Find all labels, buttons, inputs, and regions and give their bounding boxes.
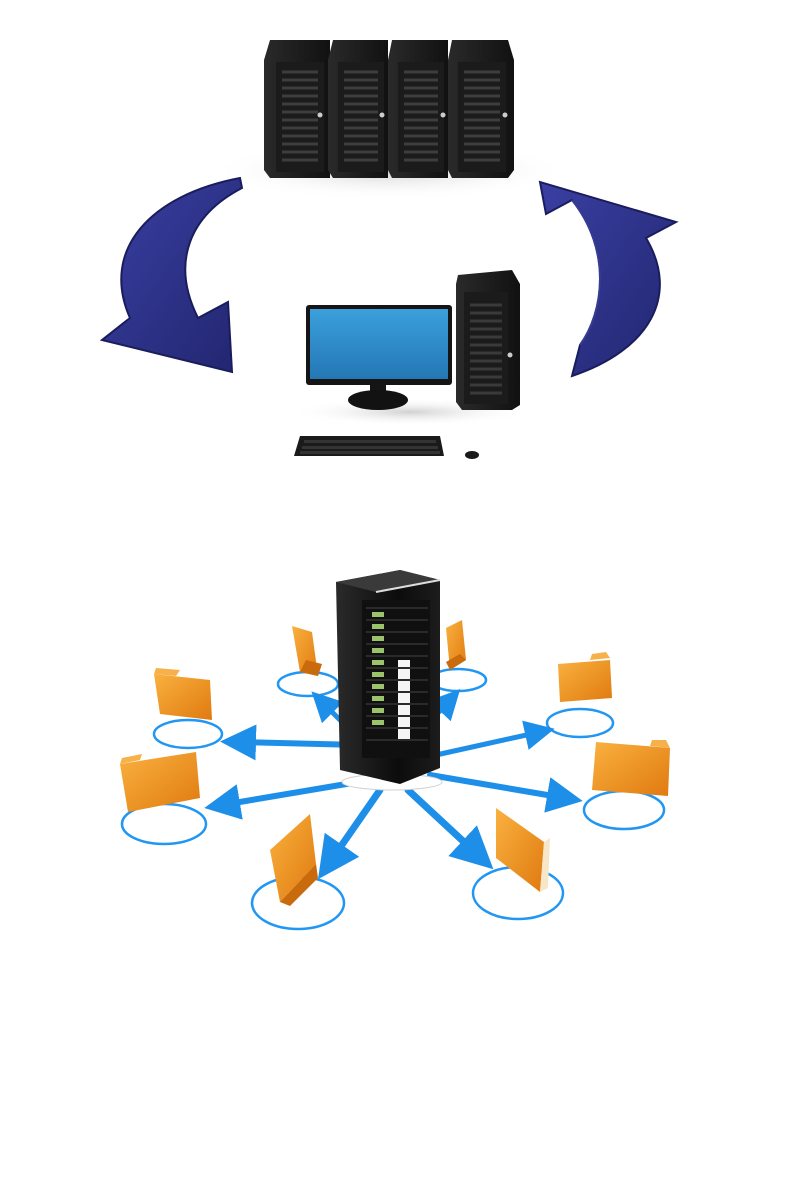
monitor-icon — [306, 305, 452, 410]
folder-icon — [154, 668, 212, 720]
monitor-screen — [310, 309, 448, 379]
folder-icon — [446, 620, 466, 670]
folder-icon — [558, 652, 612, 702]
folder-icon — [292, 626, 322, 676]
server-distribution-illustration — [120, 570, 670, 931]
led-panel — [366, 607, 428, 741]
server-unit — [448, 40, 514, 178]
folder-icon — [496, 808, 550, 892]
ring-icon — [545, 707, 615, 739]
ring-icon — [582, 789, 666, 831]
desktop-computer-icon — [290, 270, 530, 459]
folder-icon — [270, 814, 318, 906]
arrow-icon — [427, 772, 583, 813]
curved-arrow-icon-right — [538, 180, 679, 378]
ring-icon — [152, 718, 224, 750]
curved-arrow-icon-left — [99, 176, 244, 374]
server-rack-icon — [264, 40, 514, 178]
folder-icon — [592, 740, 670, 796]
arrow-icon — [318, 786, 384, 880]
server-unit — [388, 40, 448, 178]
folder-icon — [120, 752, 200, 812]
tower-case-icon — [456, 270, 520, 410]
mouse-icon — [465, 451, 479, 459]
folders — [120, 620, 670, 906]
keyboard-icon — [294, 436, 444, 456]
server-unit — [264, 40, 330, 178]
server-unit — [328, 40, 388, 178]
ring-icon — [276, 670, 340, 698]
client-server-illustration — [99, 40, 679, 459]
arrow-icon — [404, 786, 494, 870]
arrow-icon — [433, 720, 555, 758]
server-tower-icon — [336, 570, 443, 791]
